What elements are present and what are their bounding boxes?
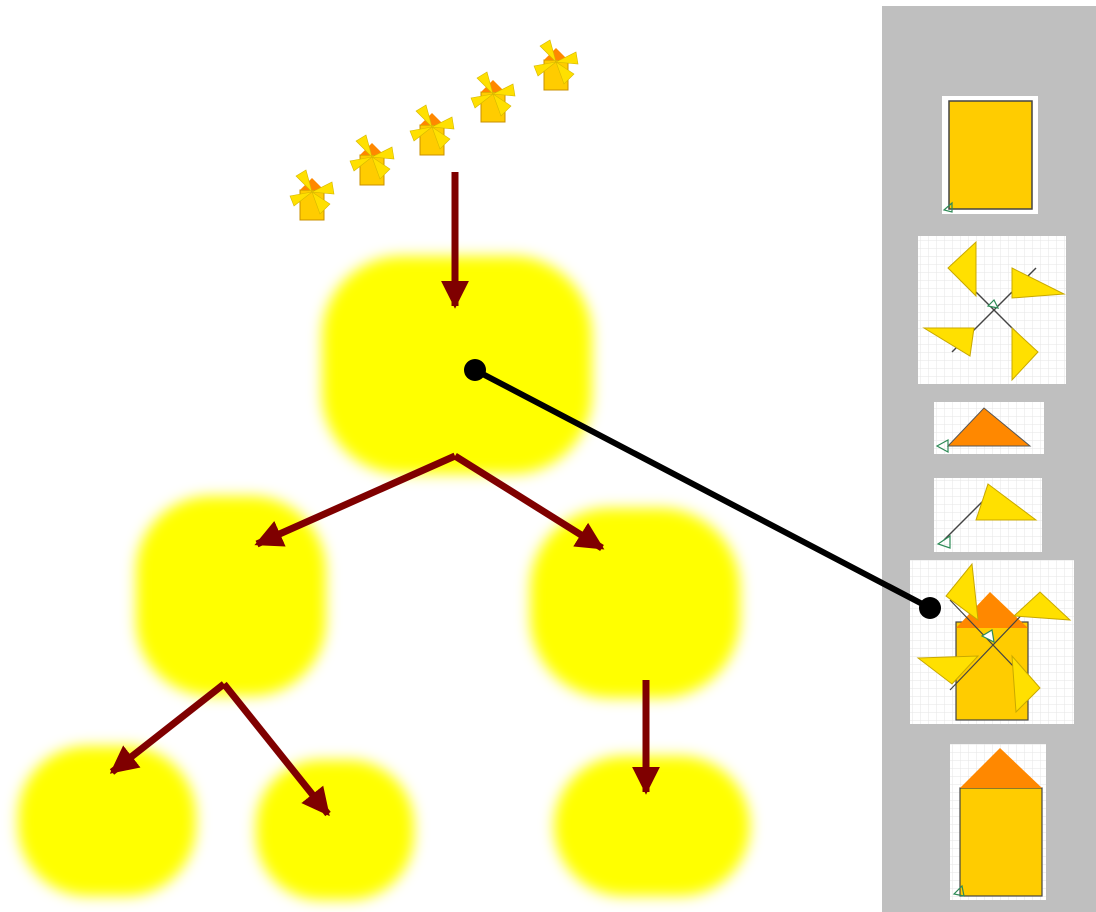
anchor-icon <box>952 884 965 897</box>
windmill-frame-icon <box>289 169 335 221</box>
link-end-handle[interactable] <box>919 597 941 619</box>
link-root-to-windmill[interactable] <box>464 359 941 619</box>
panel-item-orange-roof[interactable] <box>934 402 1044 454</box>
windmill-sequence <box>289 39 579 221</box>
windmill-frame-icon <box>409 104 455 156</box>
windmill-frame-icon <box>470 71 516 123</box>
panel-item-windmill[interactable] <box>910 560 1074 724</box>
node-left-left-blob <box>18 746 196 896</box>
panel-item-house-shape[interactable] <box>950 744 1046 900</box>
arrow-left-to-left-left <box>109 681 227 775</box>
anchor-icon <box>980 629 995 644</box>
arrow-root-to-right <box>453 453 605 551</box>
panel-item-single-sail[interactable] <box>934 478 1042 552</box>
anchor-icon <box>936 534 951 549</box>
panel-item-pinwheel-sails[interactable] <box>918 236 1066 384</box>
arrow-root-to-left <box>254 452 457 548</box>
node-right-blob <box>530 508 740 698</box>
panel-item-body-rectangle[interactable] <box>942 96 1038 214</box>
anchor-icon <box>986 298 1000 309</box>
windmill-frame-icon <box>349 134 395 186</box>
node-right-child-blob <box>554 756 750 896</box>
node-root-blob <box>322 256 592 474</box>
arrow-left-to-left-right <box>221 681 331 817</box>
link-start-handle[interactable] <box>464 359 486 381</box>
windmill-frame-icon <box>533 39 579 91</box>
node-left-right-blob <box>256 760 414 900</box>
anchor-icon <box>942 201 953 213</box>
anchor-icon <box>935 438 949 454</box>
